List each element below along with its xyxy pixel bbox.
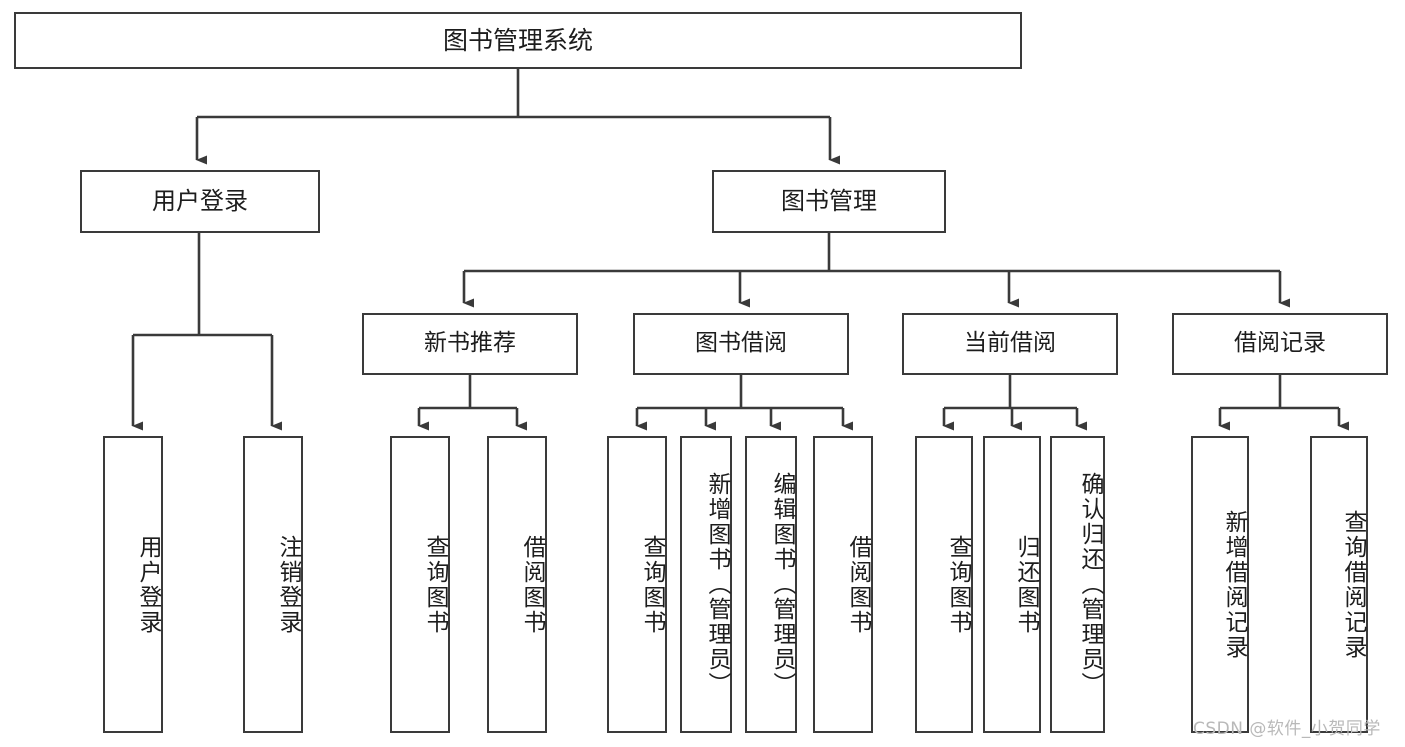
node-label: 编辑图书（管理员）	[769, 472, 795, 697]
node-root-system[interactable]: 图书管理系统	[14, 12, 1022, 69]
node-label: 注销登录	[275, 534, 301, 635]
node-label: 查询图书	[422, 534, 448, 635]
csdn-watermark: CSDN @软件_小贺同学	[1193, 719, 1381, 739]
node-label: 新增图书（管理员）	[704, 472, 730, 697]
node-label: 借阅图书	[845, 534, 871, 635]
node-borrow-book-1[interactable]: 借阅图书	[487, 436, 547, 733]
node-label: 查询借阅记录	[1340, 509, 1366, 660]
node-label: 图书管理系统	[442, 25, 593, 55]
node-label: 借阅图书	[519, 534, 545, 635]
node-label: 归还图书	[1013, 534, 1039, 635]
node-query-book-1[interactable]: 查询图书	[390, 436, 450, 733]
node-label: 图书管理	[781, 187, 877, 216]
node-book-borrow[interactable]: 图书借阅	[633, 313, 849, 375]
node-user-login-do[interactable]: 用户登录	[103, 436, 163, 733]
node-label: 查询图书	[639, 534, 665, 635]
node-label: 新书推荐	[424, 330, 516, 357]
node-borrow-book-2[interactable]: 借阅图书	[813, 436, 873, 733]
node-query-book-3[interactable]: 查询图书	[915, 436, 973, 733]
node-label: 用户登录	[152, 187, 248, 216]
node-query-book-2[interactable]: 查询图书	[607, 436, 667, 733]
node-new-book-recommend[interactable]: 新书推荐	[362, 313, 578, 375]
node-confirm-return-admin[interactable]: 确认归还（管理员）	[1050, 436, 1105, 733]
node-edit-book-admin[interactable]: 编辑图书（管理员）	[745, 436, 797, 733]
node-label: 查询图书	[945, 534, 971, 635]
node-label: 借阅记录	[1234, 330, 1326, 357]
node-label: 用户登录	[135, 534, 161, 635]
node-label: 当前借阅	[964, 330, 1056, 357]
node-add-borrow-record[interactable]: 新增借阅记录	[1191, 436, 1249, 733]
node-query-borrow-record[interactable]: 查询借阅记录	[1310, 436, 1368, 733]
node-label: 图书借阅	[695, 330, 787, 357]
node-return-book[interactable]: 归还图书	[983, 436, 1041, 733]
node-label: 确认归还（管理员）	[1077, 472, 1103, 697]
node-add-book-admin[interactable]: 新增图书（管理员）	[680, 436, 732, 733]
node-book-management[interactable]: 图书管理	[712, 170, 946, 233]
node-user-logout[interactable]: 注销登录	[243, 436, 303, 733]
node-label: 新增借阅记录	[1221, 509, 1247, 660]
node-current-borrow[interactable]: 当前借阅	[902, 313, 1118, 375]
node-user-login[interactable]: 用户登录	[80, 170, 320, 233]
node-borrow-records[interactable]: 借阅记录	[1172, 313, 1388, 375]
